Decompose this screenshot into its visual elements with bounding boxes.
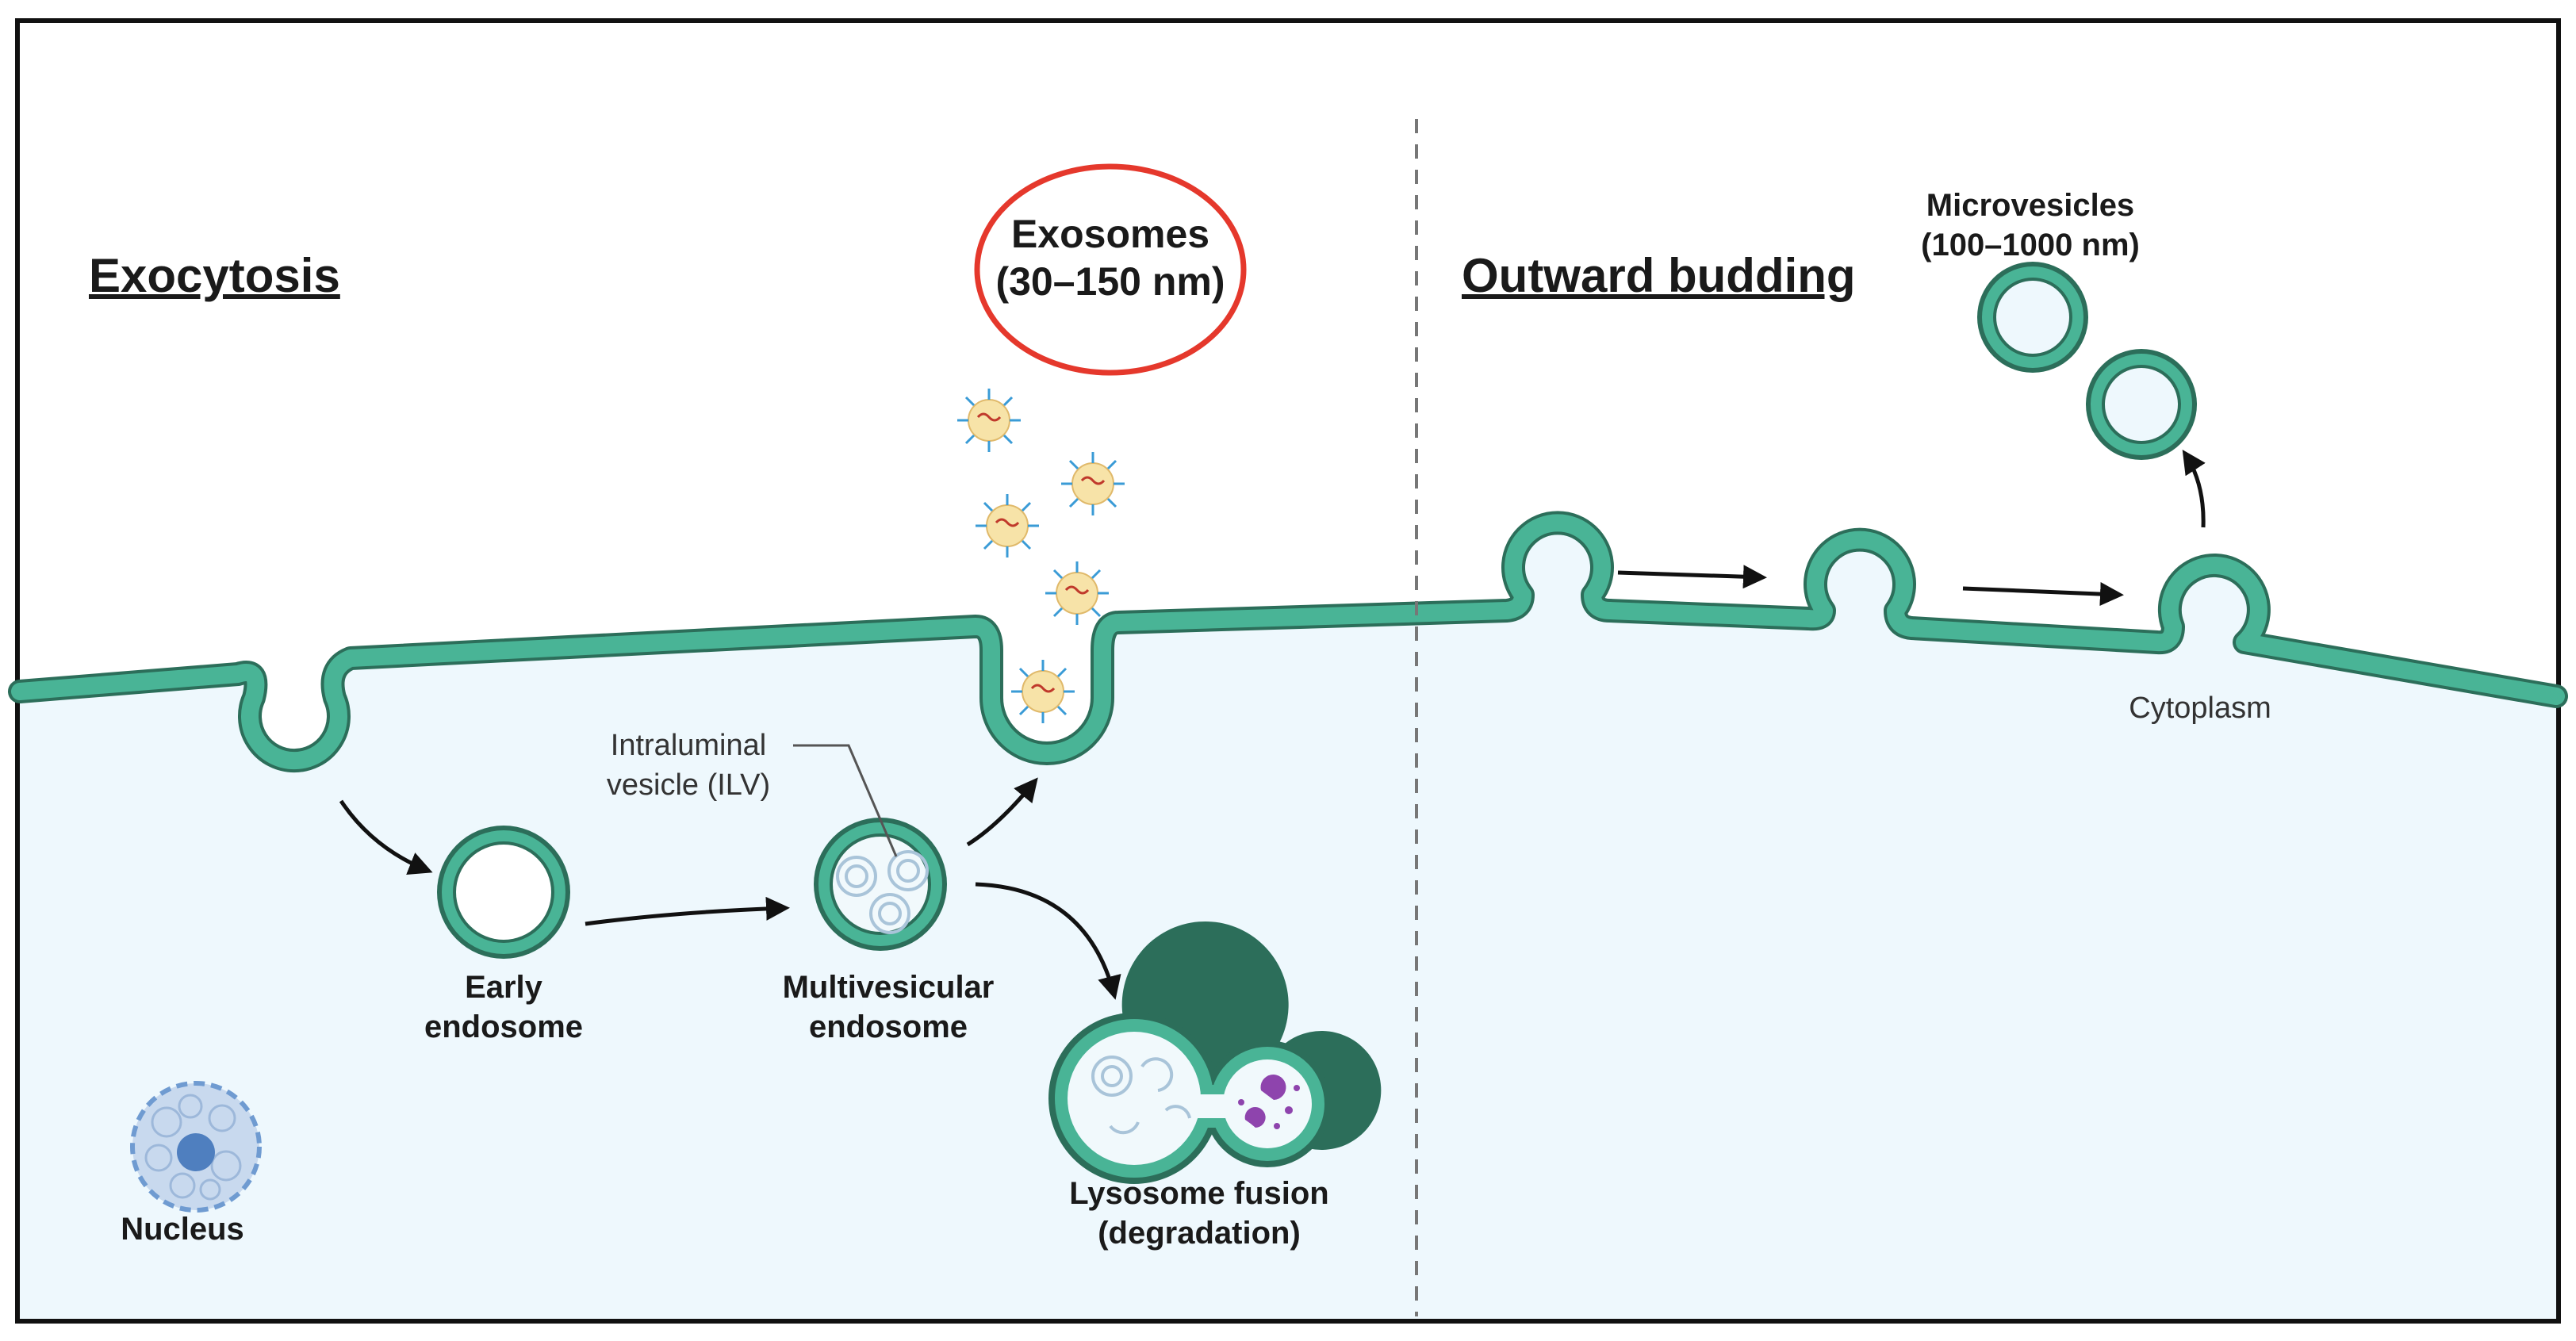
exosome-particle-icon bbox=[976, 494, 1039, 557]
exosome-particle-icon bbox=[1011, 660, 1075, 723]
exosome-particles bbox=[957, 389, 1125, 723]
mve-label-line1: Multivesicular bbox=[783, 970, 995, 1005]
plasma-membrane bbox=[8, 511, 2568, 773]
early-endosome-label-line1: Early bbox=[465, 970, 543, 1005]
ilv-label-line1: Intraluminal bbox=[611, 729, 766, 762]
ilv-pointer-line bbox=[793, 744, 898, 857]
exosome-particle-icon bbox=[1045, 561, 1109, 625]
cytoplasm-region bbox=[20, 523, 2556, 1319]
vesicle-icon bbox=[1977, 262, 2088, 373]
lysosome-label-line1: Lysosome fusion bbox=[1069, 1176, 1328, 1211]
exosome-highlight-circle bbox=[974, 163, 1247, 376]
exosome-particle-icon bbox=[957, 389, 1021, 452]
exosomes-label-line1: Exosomes bbox=[1011, 212, 1209, 256]
multivesicular-endosome-icon bbox=[814, 818, 947, 951]
lysosome-label-line2: (degradation) bbox=[1098, 1216, 1301, 1251]
microvesicles-label-line2: (100–1000 nm) bbox=[1921, 228, 2140, 262]
vesicle-icon bbox=[2086, 349, 2197, 460]
mve-label-line2: endosome bbox=[809, 1010, 968, 1044]
arrow-icon bbox=[339, 777, 1121, 1000]
cytoplasm-label: Cytoplasm bbox=[2129, 692, 2271, 725]
nucleus-icon bbox=[130, 1081, 262, 1213]
nucleus-label: Nucleus bbox=[121, 1212, 244, 1247]
heading-outward-budding: Outward budding bbox=[1462, 249, 1856, 302]
exosomes-label-line2: (30–150 nm) bbox=[995, 259, 1225, 304]
early-endosome-label-line2: endosome bbox=[424, 1010, 583, 1044]
exosome-particle-icon bbox=[1061, 452, 1125, 515]
lysosome-icon bbox=[1048, 921, 1382, 1184]
heading-exocytosis: Exocytosis bbox=[89, 249, 340, 302]
early-endosome-icon bbox=[437, 826, 570, 959]
microvesicles-label-line1: Microvesicles bbox=[1926, 188, 2134, 223]
ilv-label-line2: vesicle (ILV) bbox=[607, 768, 770, 802]
arrow-icon bbox=[1617, 449, 2206, 607]
